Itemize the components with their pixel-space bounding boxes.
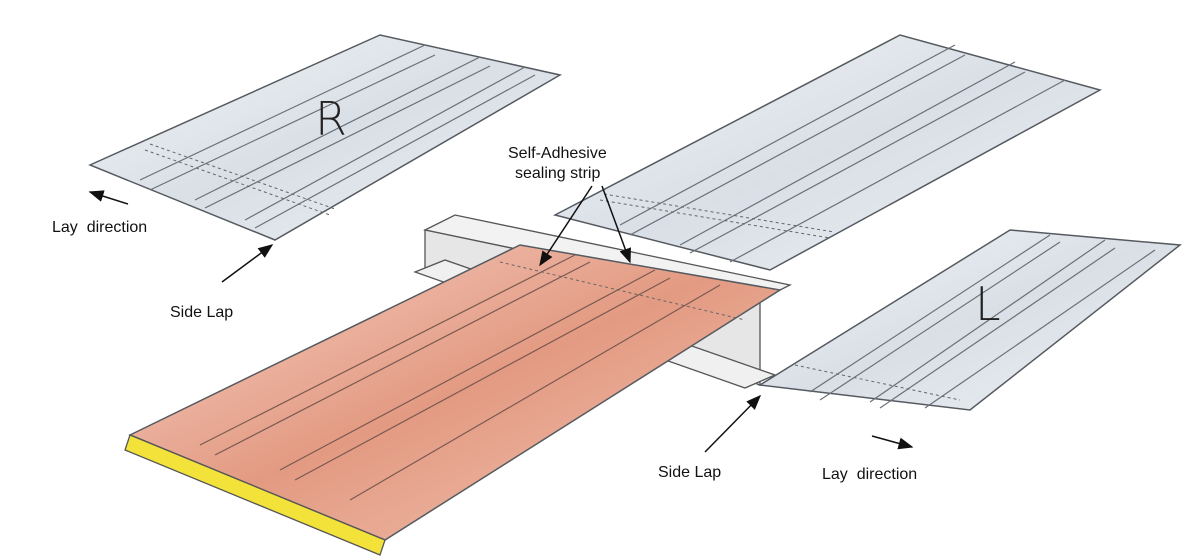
lay-direction-arrow-left — [88, 190, 129, 205]
side-lap-left-label: Side Lap — [170, 304, 233, 321]
sealing-strip-label-line2: sealing strip — [515, 165, 600, 182]
sealing-strip-arrow-1 — [539, 185, 593, 267]
side-lap-arrow-right — [704, 394, 762, 453]
panel-l — [757, 229, 1182, 411]
panel-l-label: L — [975, 277, 1001, 331]
panel-r — [88, 34, 563, 241]
lay-direction-arrow-right — [871, 435, 914, 450]
insulation-core — [124, 434, 386, 556]
sealing-strip-arrow-2 — [601, 185, 631, 264]
insulated-panel — [124, 244, 783, 556]
side-lap-right-label: Side Lap — [658, 464, 721, 481]
panel-r-label: R — [315, 92, 347, 146]
panel-top-right — [552, 34, 1102, 271]
annotation-arrows — [88, 185, 914, 453]
lay-direction-right-label: Lay direction — [822, 466, 917, 483]
lay-direction-left-label: Lay direction — [52, 219, 147, 236]
sealing-strip-label-line1: Self-Adhesive — [508, 145, 607, 162]
side-lap-arrow-left — [221, 244, 274, 283]
